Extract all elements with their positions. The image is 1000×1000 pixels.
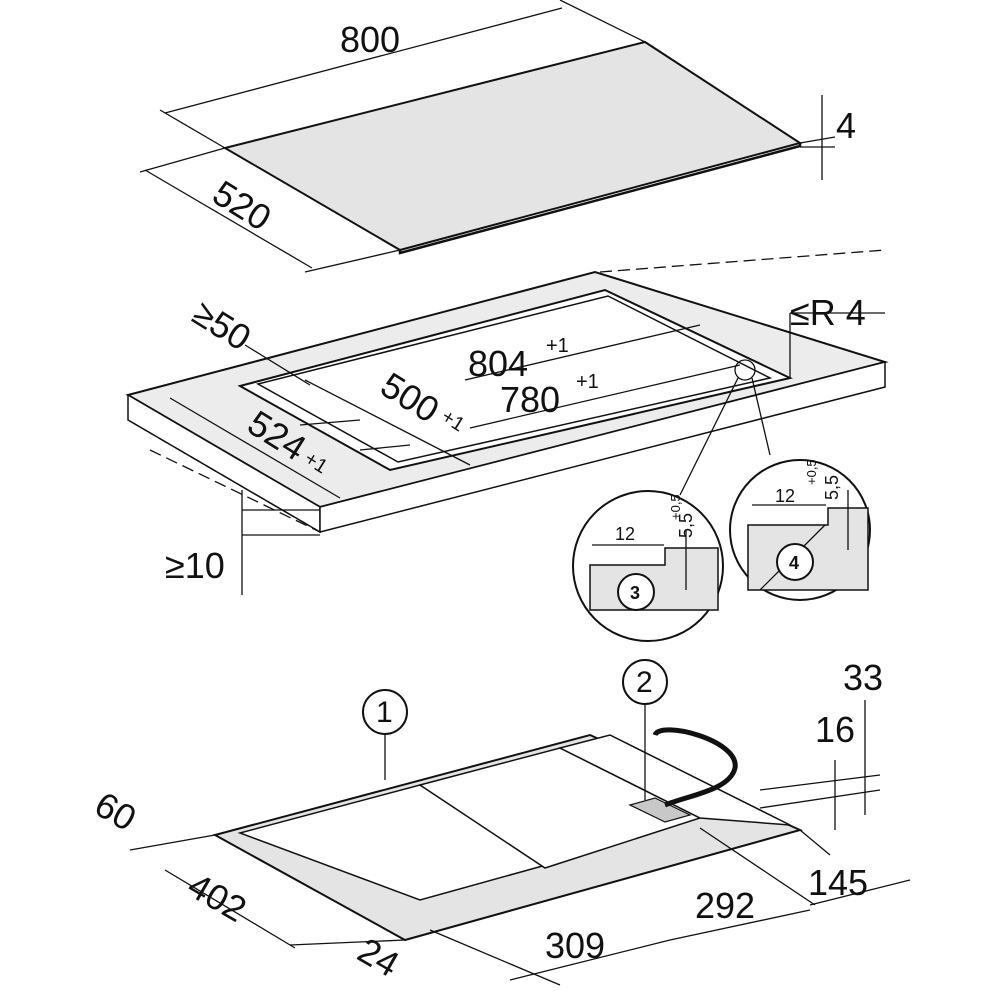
dim-145: 145 xyxy=(808,862,868,903)
detail-3-depth: 5,5 xyxy=(676,513,696,538)
dim-glass-thickness: 4 xyxy=(836,105,856,146)
worktop-cutout xyxy=(125,249,889,595)
dim-rebate-width: 804 xyxy=(468,343,528,384)
dim-60: 60 xyxy=(88,783,143,839)
dim-glass-depth: 520 xyxy=(206,172,279,239)
dim-309: 309 xyxy=(545,925,605,966)
callout-2: 2 xyxy=(636,666,653,699)
dim-min-front-edge: ≥50 xyxy=(186,292,258,358)
dim-cutout-width-tol: +1 xyxy=(576,371,599,393)
dim-402: 402 xyxy=(181,864,254,930)
callout-1: 1 xyxy=(376,696,393,729)
dim-glass-width: 800 xyxy=(340,19,400,60)
callout-2-circle xyxy=(622,659,668,705)
dim-292: 292 xyxy=(695,885,755,926)
dim-cutout-width: 780 xyxy=(500,379,560,420)
callout-1-circle xyxy=(362,689,408,735)
detail-3-label: 3 xyxy=(630,583,640,603)
detail-4-width: 12 xyxy=(775,486,795,506)
detail-3 xyxy=(572,490,724,642)
dim-height-total: 33 xyxy=(843,657,883,698)
hob-glass-plate xyxy=(139,0,836,273)
hob-underside xyxy=(129,700,911,986)
detail-4-label: 4 xyxy=(789,553,799,573)
detail-3-width: 12 xyxy=(615,524,635,544)
dim-rebate-width-tol: +1 xyxy=(546,335,569,357)
detail-4 xyxy=(729,459,871,601)
detail-3-depth-tol: +0,5 xyxy=(668,494,683,520)
dim-min-worktop-thickness: ≥10 xyxy=(165,545,225,586)
dim-height-frame: 16 xyxy=(815,709,855,750)
dim-24: 24 xyxy=(351,929,406,985)
detail-4-depth: 5,5 xyxy=(822,475,842,500)
detail-4-depth-tol: +0,5 xyxy=(804,459,819,485)
dim-corner-radius: ≤R 4 xyxy=(790,292,866,333)
